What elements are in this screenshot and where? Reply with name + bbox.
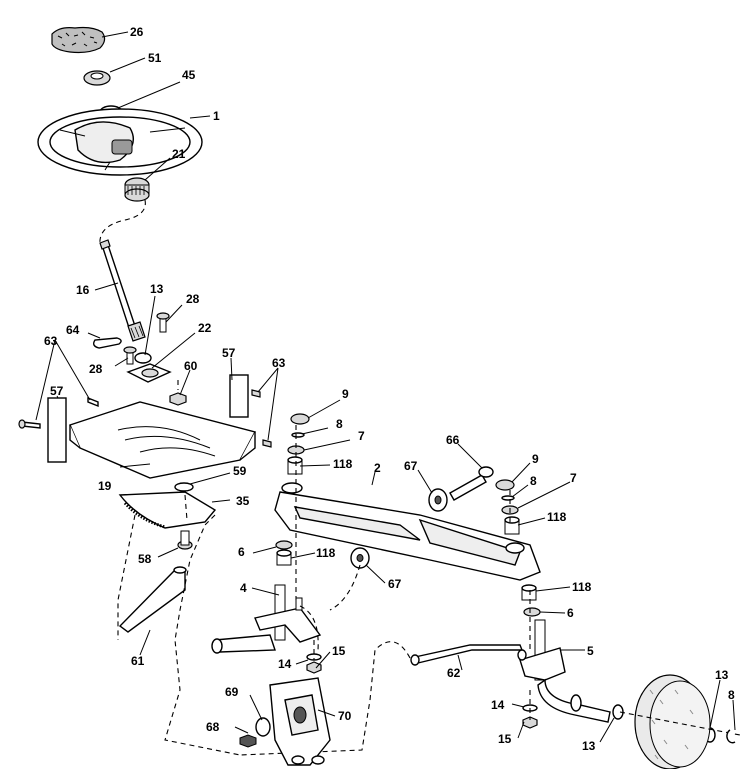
callout-62: 62 — [447, 666, 461, 680]
part-68-nut — [239, 734, 257, 748]
part-4-left-spindle — [211, 584, 322, 654]
part-61-drag-link — [118, 566, 187, 633]
callout-8-right: 8 — [530, 474, 537, 488]
callout-57-left: 57 — [50, 384, 64, 398]
part-13-bushing-wheel — [612, 704, 624, 720]
part-51-spacer — [83, 70, 111, 86]
part-63-screw-mid — [87, 396, 99, 408]
callout-7-left: 7 — [358, 429, 365, 443]
callout-7-right: 7 — [570, 471, 577, 485]
part-58-shoulder-bolt — [177, 530, 193, 550]
callout-13-upper: 13 — [150, 282, 164, 296]
callout-4: 4 — [240, 581, 247, 595]
callout-28-lower: 28 — [89, 362, 103, 376]
callout-69: 69 — [225, 685, 239, 699]
callout-8-left: 8 — [336, 417, 343, 431]
part-26-cap — [51, 26, 106, 54]
part-stack-right — [495, 479, 520, 535]
callout-8-wheel: 8 — [728, 688, 735, 702]
part-67-spacer-upper — [428, 488, 448, 512]
callout-14-right: 14 — [491, 698, 505, 712]
part-2-front-axle — [274, 482, 541, 581]
callout-26: 26 — [130, 25, 144, 39]
part-28-bolt-upper — [156, 312, 170, 333]
leader-lines — [35, 31, 736, 743]
callout-16: 16 — [76, 283, 90, 297]
callout-67-lower: 67 — [388, 577, 402, 591]
part-57-side-plate-left — [47, 397, 67, 463]
part-21-adapter — [124, 177, 150, 202]
callout-1: 1 — [213, 109, 220, 123]
callout-19: 19 — [98, 479, 112, 493]
callout-15-right: 15 — [498, 732, 512, 746]
part-stack-right-lower — [521, 584, 541, 617]
callout-6-left: 6 — [238, 545, 245, 559]
callout-6-right: 6 — [567, 606, 574, 620]
part-wheel — [619, 674, 741, 769]
callout-70: 70 — [338, 709, 352, 723]
callout-21: 21 — [172, 147, 186, 161]
part-63-screw-left — [18, 419, 41, 429]
part-62-tie-rod — [410, 644, 527, 666]
callout-57-right: 57 — [222, 346, 236, 360]
callout-118-left-lower: 118 — [316, 546, 336, 560]
callout-61: 61 — [131, 654, 145, 668]
part-1-steering-wheel — [37, 108, 203, 176]
part-22-flange-bearing — [126, 363, 172, 383]
callout-66: 66 — [446, 433, 460, 447]
callout-59: 59 — [233, 464, 247, 478]
part-5-right-spindle — [519, 619, 611, 723]
part-70-gear-plate — [269, 677, 331, 766]
part-57-side-plate-right — [229, 374, 249, 418]
part-66-pivot-bolt — [449, 466, 494, 501]
callout-13-wheel: 13 — [582, 739, 596, 753]
callout-35: 35 — [236, 494, 250, 508]
callout-118-right-lower: 118 — [572, 580, 592, 594]
part-15-nut-left — [306, 661, 322, 674]
callout-60: 60 — [184, 359, 198, 373]
part-67-spacer-lower — [350, 547, 370, 569]
callout-22: 22 — [198, 321, 212, 335]
callout-68: 68 — [206, 720, 220, 734]
callout-9-left: 9 — [342, 387, 349, 401]
part-63-screw-right-lower — [262, 439, 272, 448]
callout-118-left: 118 — [333, 457, 353, 471]
callout-2: 2 — [374, 461, 381, 475]
callout-15-left: 15 — [332, 644, 346, 658]
callout-63-right: 63 — [272, 356, 286, 370]
part-13-bushing-upper — [134, 352, 152, 364]
part-stack-left — [287, 413, 310, 475]
part-60-nut — [169, 380, 187, 406]
part-8-clip-wheel — [726, 729, 736, 744]
part-64-clip — [92, 337, 122, 349]
callout-45: 45 — [182, 68, 196, 82]
part-19-steering-bracket — [69, 401, 257, 479]
part-16-steering-shaft — [99, 239, 146, 342]
callout-9-right: 9 — [532, 452, 539, 466]
callout-118-right: 118 — [547, 510, 567, 524]
callout-14-left: 14 — [278, 657, 292, 671]
callout-64: 64 — [66, 323, 80, 337]
callout-labels: 26 51 45 1 21 16 13 28 64 22 28 63 57 60… — [44, 25, 735, 753]
callout-5: 5 — [587, 644, 594, 658]
callout-28-upper: 28 — [186, 292, 200, 306]
callout-51: 51 — [148, 51, 162, 65]
callout-67-upper: 67 — [404, 459, 418, 473]
part-28-bolt-lower — [123, 346, 137, 365]
part-59-washer — [174, 482, 194, 492]
part-69-bushing — [255, 717, 271, 737]
callout-58: 58 — [138, 552, 152, 566]
part-stack-left-lower — [275, 540, 293, 566]
callout-13-outer: 13 — [715, 668, 729, 682]
part-35-sector-gear — [118, 491, 217, 529]
callout-63-left: 63 — [44, 334, 58, 348]
